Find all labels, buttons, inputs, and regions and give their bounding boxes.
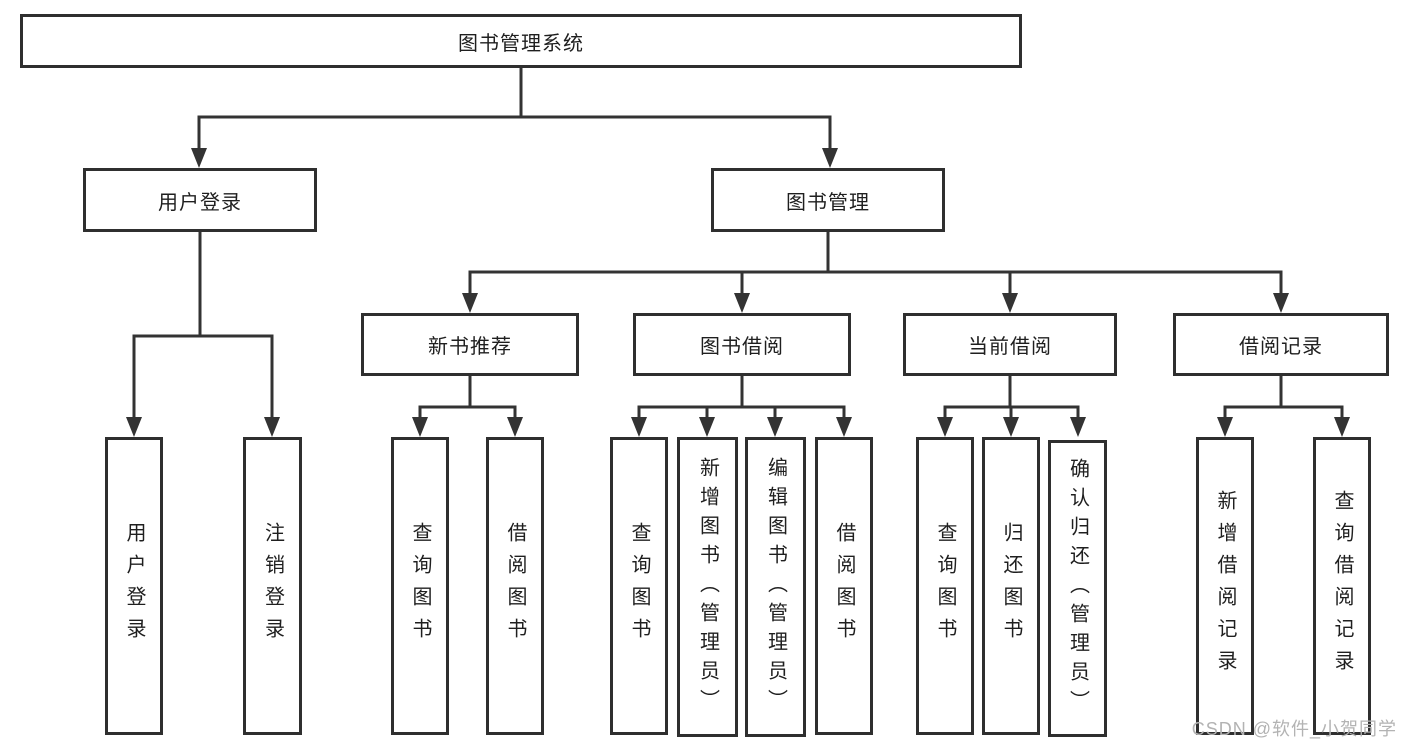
leaf-borrow-add-books-admin: 新增图书（管理员） [677,437,738,737]
leaf-records-query-record: 查询借阅记录 [1313,437,1371,735]
node-label: 借阅记录 [1239,336,1323,358]
node-book-borrow: 图书借阅 [633,313,851,376]
node-label: 图书管理系统 [458,32,584,55]
leaf-borrow-borrow-books: 借阅图书 [815,437,873,735]
leaf-records-add-record: 新增借阅记录 [1196,437,1254,735]
leaf-logout: 注销登录 [243,437,302,735]
node-label: 借阅图书 [833,522,855,650]
node-label: 注销登录 [261,522,284,650]
node-user-login: 用户登录 [83,168,317,232]
leaf-user-login: 用户登录 [105,437,163,735]
node-borrow-records: 借阅记录 [1173,313,1389,376]
leaf-newbook-query-books: 查询图书 [391,437,449,735]
node-label: 用户登录 [123,522,145,650]
node-label: 确认归还（管理员） [1066,458,1089,719]
node-label: 归还图书 [1000,522,1022,650]
leaf-current-confirm-return-admin: 确认归还（管理员） [1048,440,1107,737]
node-library-system: 图书管理系统 [20,14,1022,68]
node-label: 新增借阅记录 [1214,490,1236,682]
node-label: 图书管理 [786,191,870,214]
node-label: 新增图书（管理员） [696,456,719,718]
node-label: 当前借阅 [968,336,1052,358]
node-label: 编辑图书（管理员） [764,456,787,718]
leaf-borrow-edit-books-admin: 编辑图书（管理员） [745,437,806,737]
node-label: 查询图书 [628,522,650,650]
node-label: 新书推荐 [428,336,512,358]
node-current-borrow: 当前借阅 [903,313,1117,376]
csdn-watermark: CSDN @软件_小贺同学 [1191,719,1397,739]
node-new-book-recommend: 新书推荐 [361,313,579,376]
node-label: 图书借阅 [700,336,784,358]
node-label: 借阅图书 [504,522,526,650]
node-label: 查询图书 [409,522,431,650]
leaf-newbook-borrow-books: 借阅图书 [486,437,544,735]
leaf-borrow-query-books: 查询图书 [610,437,668,735]
node-label: 查询图书 [934,522,956,650]
node-label: 查询借阅记录 [1331,490,1353,682]
leaf-current-return-books: 归还图书 [982,437,1040,735]
node-book-management: 图书管理 [711,168,945,232]
node-label: 用户登录 [158,191,242,214]
leaf-current-query-books: 查询图书 [916,437,974,735]
